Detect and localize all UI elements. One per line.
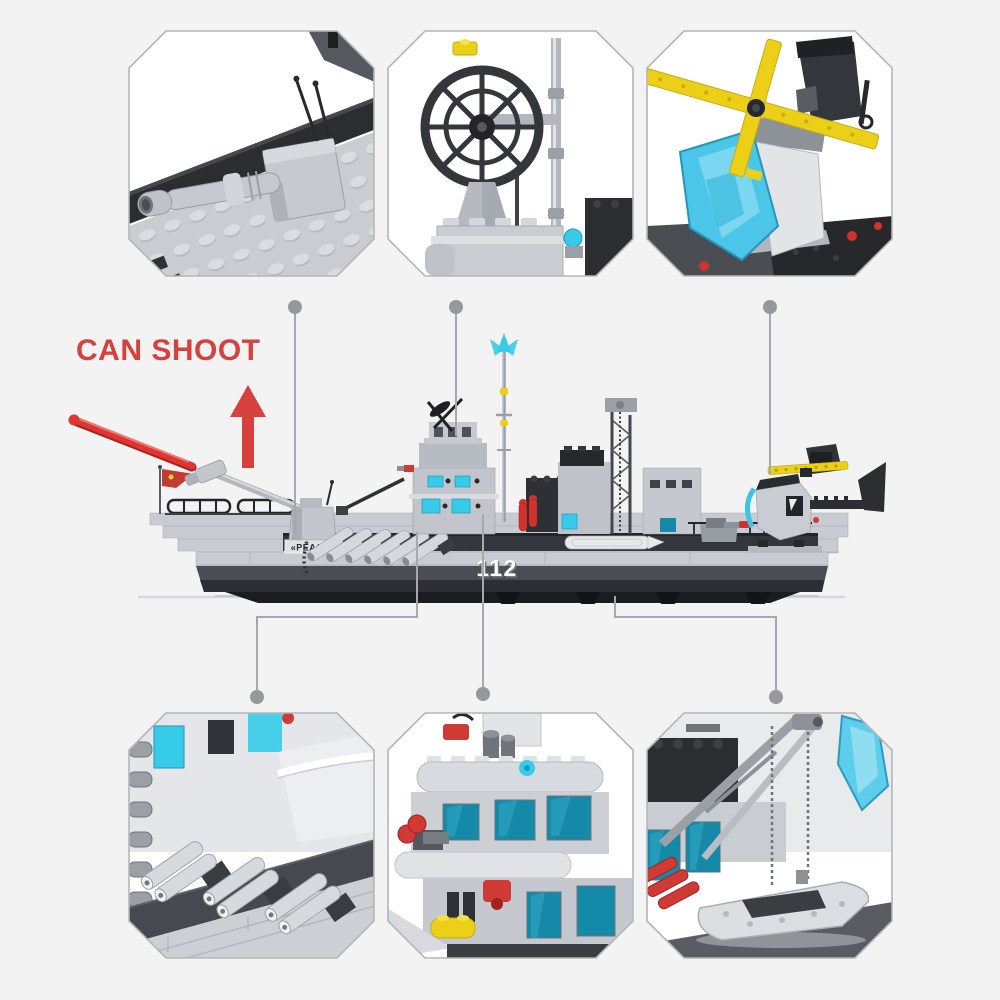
- balcony-ring: [394, 851, 572, 879]
- crane-mast: [605, 398, 637, 534]
- heli-rotor: [767, 461, 849, 475]
- cabin-window: [153, 725, 185, 769]
- up-arrow: [230, 385, 266, 468]
- heli-tail-boom: [810, 500, 864, 509]
- connector-dots: [250, 300, 783, 704]
- svg-text:112: 112: [478, 557, 520, 583]
- hull-lower-band: [196, 566, 828, 592]
- upper-deck-ring: [416, 761, 604, 793]
- keel: [225, 592, 800, 603]
- callout-missile-launchers-closeup: [128, 712, 375, 959]
- missile-tubes: [140, 841, 357, 935]
- aft-superstructure: [558, 398, 702, 550]
- front-cannon: [184, 459, 337, 541]
- crane-arm: [658, 714, 823, 861]
- stern-helicopter: [745, 444, 886, 553]
- helicopter: [647, 36, 880, 262]
- callout-bridge-tower-closeup: [387, 712, 634, 959]
- aft-small-gun: [700, 518, 750, 542]
- dinghy-boat: [696, 881, 870, 948]
- black-block: [585, 198, 633, 276]
- bow-railings: [165, 498, 298, 515]
- callout-helicopter-closeup: [646, 30, 893, 277]
- brick-wall: [129, 876, 374, 958]
- cannon: [137, 75, 346, 222]
- aft-deck: [688, 517, 819, 542]
- can-shoot-label: CAN SHOOT: [76, 334, 261, 367]
- callout-crane-and-boat-closeup: [646, 712, 893, 959]
- hull-number-text: 112: [476, 555, 518, 581]
- anchor-chain: [301, 516, 310, 576]
- bridge-tower: [397, 397, 499, 535]
- cyan-piece: [563, 228, 583, 248]
- red-missiles: [647, 856, 700, 910]
- deck-dinghy: [564, 535, 665, 550]
- hull-number: 112 112: [476, 555, 520, 583]
- support-tower: [425, 218, 564, 276]
- mast-cyan-top: [497, 333, 511, 352]
- heli-tail-fin: [858, 462, 886, 512]
- vls-block: [518, 475, 568, 532]
- yellow-piece: [430, 917, 476, 939]
- ship-name-text: «PEACE»: [291, 543, 336, 553]
- bow-flag: [158, 465, 194, 514]
- red-piece: [483, 880, 511, 902]
- rivet-column: [129, 741, 153, 908]
- main-mast: [490, 333, 518, 522]
- radar-wheel: [420, 65, 544, 189]
- bridge-window: [427, 475, 444, 488]
- callout-radar-wheel-closeup: [387, 30, 634, 277]
- radar-dish: [426, 397, 464, 432]
- callout-cannon-closeup: [128, 30, 375, 277]
- flying-missile: [68, 414, 197, 472]
- secondary-gun: [336, 477, 405, 515]
- heli-cyan-boom: [745, 487, 757, 529]
- peace-name-plate: «PEACE»: [284, 539, 342, 554]
- ship-hull: [149, 512, 849, 604]
- missile-tube-bank: [307, 527, 457, 567]
- hull-top-dark-band: [283, 533, 818, 551]
